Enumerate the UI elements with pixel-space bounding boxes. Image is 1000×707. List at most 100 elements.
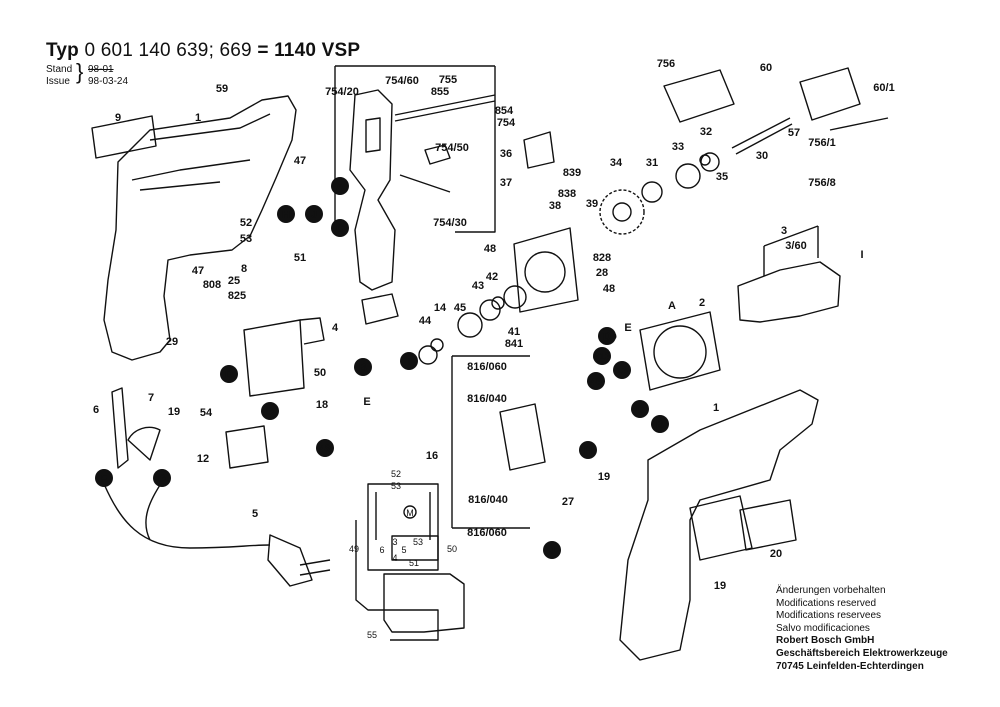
part-label: 825 — [228, 290, 246, 302]
schematic-label: 50 — [447, 544, 457, 554]
part-label: E — [363, 396, 370, 408]
callout-circle — [305, 205, 323, 223]
part-label: 37 — [500, 177, 512, 189]
part-label: 44 — [419, 315, 432, 327]
part-label: 756/8 — [808, 177, 836, 189]
part-label: 1 — [713, 402, 719, 414]
callout-circle — [316, 439, 334, 457]
part-label: 755 — [439, 74, 457, 86]
part-label: 6 — [93, 404, 99, 416]
housing-left-shape — [103, 95, 297, 361]
part-label: 3 — [781, 225, 787, 237]
part-label: 42 — [486, 271, 498, 283]
part-label: 808 — [203, 279, 221, 291]
part-label: 53 — [240, 233, 252, 245]
title-model: = 1140 VSP — [257, 40, 361, 61]
part-label: 816/040 — [467, 393, 507, 405]
part-label: 38 — [549, 200, 561, 212]
part-label: 52 — [240, 217, 252, 229]
part-label: 32 — [700, 126, 712, 138]
callout-circle — [579, 441, 597, 459]
part-label: D — [603, 331, 611, 343]
part-label: 51 — [294, 252, 306, 264]
schematic-label: 49 — [349, 544, 359, 554]
part-label: 45 — [454, 302, 466, 314]
side-handle — [349, 89, 396, 291]
switch-4 — [243, 319, 305, 397]
part-label: E — [624, 322, 631, 334]
part-label: 47 — [192, 265, 204, 277]
part-label: B — [656, 419, 664, 431]
part-label: 48 — [484, 243, 496, 255]
part-label: 31 — [646, 157, 658, 169]
part-label: A — [336, 181, 344, 193]
note-line: Modifications reserved — [776, 597, 877, 609]
part-label: 5 — [252, 508, 258, 520]
callout-circle — [261, 402, 279, 420]
gear-34 — [599, 189, 645, 235]
plate-20 — [739, 499, 797, 551]
power-cord — [103, 483, 271, 549]
part-label: 19 — [714, 580, 726, 592]
schematic-label: 3 — [392, 537, 397, 547]
callout-circle — [153, 469, 171, 487]
part-label: 29 — [166, 336, 178, 348]
schematic-label: 52 — [391, 469, 401, 479]
part-label: 754/20 — [325, 86, 359, 98]
capacitor-12 — [225, 425, 269, 469]
callout-circle — [598, 327, 616, 345]
brush-holder — [499, 403, 546, 471]
housing-right-shape — [619, 389, 819, 661]
part-label: 13 — [616, 365, 628, 377]
callout-circle — [220, 365, 238, 383]
callout-circle — [277, 205, 295, 223]
schematic-label: 53 — [391, 481, 401, 491]
part-label: 54 — [200, 407, 213, 419]
stand-label: Stand — [46, 64, 73, 75]
part-label: A — [668, 300, 676, 312]
part-label: 855 — [431, 86, 449, 98]
callout-circle — [354, 358, 372, 376]
part-label: 28 — [596, 267, 608, 279]
issue-value: 98-03-24 — [88, 76, 129, 87]
part-label: C — [636, 404, 644, 416]
part-label: 46 — [590, 376, 602, 388]
title-typ: Typ — [46, 40, 79, 61]
part-label: 754/60 — [385, 75, 419, 87]
part-label: 50 — [314, 367, 326, 379]
note-division: Geschäftsbereich Elektrowerkzeuge — [776, 647, 948, 659]
issue-label: Issue — [46, 76, 70, 87]
part-label: 35 — [716, 171, 728, 183]
chuck-756-1 — [799, 67, 861, 121]
callout-circle — [543, 541, 561, 559]
part-label: 816/040 — [468, 494, 508, 506]
note-company: Robert Bosch GmbH — [776, 635, 875, 647]
part-label: 39 — [586, 198, 598, 210]
callout-circle — [331, 177, 349, 195]
part-label: J — [549, 545, 555, 557]
part-label: 47 — [294, 155, 306, 167]
part-label: 8 — [241, 263, 247, 275]
note-line: Modifications reservees — [776, 610, 882, 622]
part-label: 7 — [148, 392, 154, 404]
part-label: 49 — [319, 443, 331, 455]
schematic-label: 53 — [413, 537, 423, 547]
part-label: 754/30 — [433, 217, 467, 229]
part-label: 12 — [197, 453, 209, 465]
callout-circle — [400, 352, 418, 370]
part-label: 754/50 — [435, 142, 469, 154]
note-address: 70745 Leinfelden-Echterdingen — [776, 660, 924, 672]
part-label: 25 — [228, 275, 240, 287]
part-label: H — [282, 209, 290, 221]
part-label: I — [407, 356, 410, 368]
callout-circle — [593, 347, 611, 365]
schematic-label: 55 — [367, 630, 377, 640]
note-line: Änderungen vorbehalten — [776, 585, 886, 596]
part-label: 4 — [332, 322, 339, 334]
part-label: 839 — [563, 167, 581, 179]
callout-circle — [95, 469, 113, 487]
part-label: I — [860, 249, 863, 261]
stand-value: 98-01 — [88, 64, 114, 75]
callout-circle — [331, 219, 349, 237]
